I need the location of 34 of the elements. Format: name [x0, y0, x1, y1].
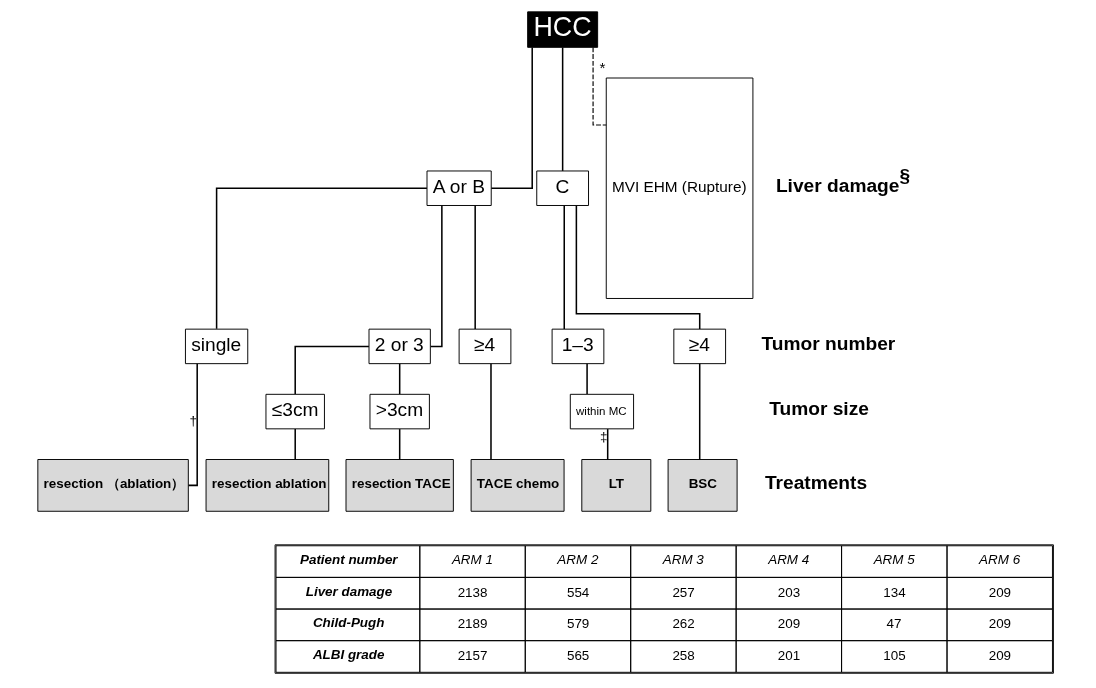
label: 203 — [777, 584, 800, 600]
label: 579 — [566, 616, 589, 632]
label: ARM 6 — [978, 552, 1020, 568]
label: Patient number — [299, 552, 398, 568]
label: 209 — [988, 584, 1011, 600]
label: 258 — [671, 648, 695, 664]
label: ARM 3 — [662, 552, 704, 568]
node-label: * — [599, 59, 606, 77]
label: Tumor number — [761, 333, 895, 355]
label: 209 — [777, 616, 800, 632]
edge-label: ‡ — [599, 428, 607, 444]
label: 2157 — [457, 648, 488, 664]
label: 565 — [566, 648, 589, 664]
label: 2138 — [457, 584, 488, 600]
label: 257 — [671, 584, 695, 600]
label: 554 — [566, 584, 589, 600]
label: 209 — [988, 648, 1011, 664]
label: Child-Pugh — [312, 615, 384, 631]
label: 47 — [886, 616, 902, 632]
label: 262 — [671, 616, 695, 632]
label: ARM 5 — [873, 552, 915, 568]
label: Liver damage — [305, 583, 392, 599]
label: 134 — [882, 584, 906, 600]
label: 201 — [777, 648, 800, 664]
label: ARM 2 — [556, 552, 598, 568]
label: ARM 1 — [451, 552, 493, 568]
label: ALBI grade — [312, 647, 384, 663]
label: Tumor size — [768, 398, 869, 420]
label: 2189 — [457, 616, 488, 632]
label: 105 — [882, 648, 906, 664]
label: 209 — [988, 616, 1011, 632]
label: Treatments — [764, 472, 867, 494]
label: ARM 4 — [767, 552, 809, 568]
edge-label: † — [189, 413, 197, 429]
